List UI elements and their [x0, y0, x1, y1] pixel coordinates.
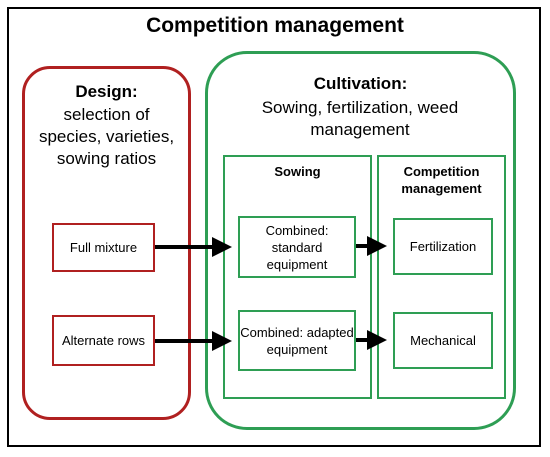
- diagram-title: Competition management: [146, 14, 404, 37]
- competition-heading: Competition management: [401, 164, 482, 196]
- sowing-column: [223, 155, 372, 399]
- mechanical-label: Mechanical: [410, 333, 476, 348]
- fertilization-box: Fertilization: [393, 218, 493, 275]
- standard-equipment-label: Combined: standard equipment: [265, 222, 329, 272]
- alternate-rows-label: Alternate rows: [61, 333, 146, 348]
- mechanical-box: Mechanical: [393, 312, 493, 369]
- adapted-equipment-box: Combined: adapted equipment: [238, 310, 356, 371]
- standard-equipment-box: Combined: standard equipment: [238, 216, 356, 278]
- sowing-heading: Sowing: [274, 164, 321, 179]
- cultivation-heading: Cultivation:: [313, 74, 408, 93]
- alternate-rows-box: Alternate rows: [52, 315, 155, 366]
- adapted-equipment-label: Combined: adapted equipment: [240, 324, 354, 357]
- full-mixture-box: Full mixture: [52, 223, 155, 272]
- competition-column: [377, 155, 506, 399]
- design-heading: Design:: [75, 82, 138, 101]
- cultivation-description: Sowing, fertilization, weed management: [261, 98, 459, 139]
- full-mixture-label: Full mixture: [69, 240, 138, 255]
- outer-frame: [7, 7, 541, 447]
- design-panel: [22, 66, 191, 420]
- fertilization-label: Fertilization: [409, 239, 477, 254]
- design-description: selection of species, varieties, sowing …: [38, 105, 175, 168]
- cultivation-panel: [205, 51, 516, 430]
